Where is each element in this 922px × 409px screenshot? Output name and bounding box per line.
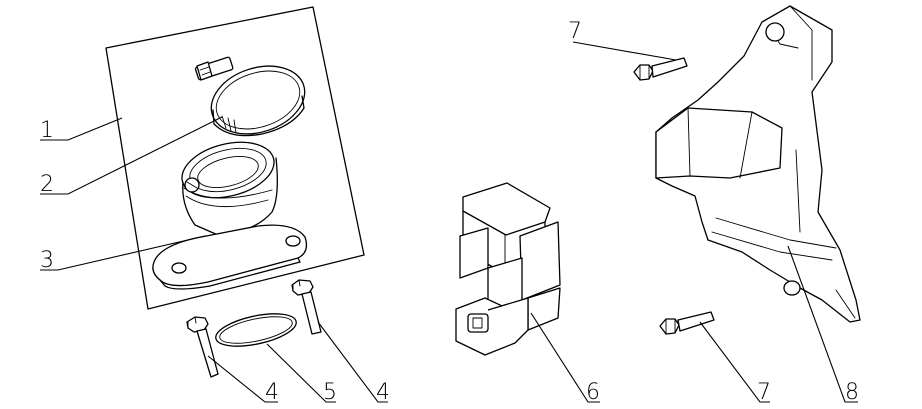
bolt-bottom: [659, 311, 715, 335]
callout-7-top: 7: [568, 19, 582, 44]
callout-7-bottom: 7: [757, 380, 771, 405]
relay-module: [455, 182, 561, 356]
leader-lines: [40, 41, 858, 403]
assembly-frame: [105, 6, 365, 310]
cover-shroud: [655, 5, 861, 323]
callout-labels: 1 2 3 4 5 4 6 7 7 8: [40, 19, 859, 405]
callout-4-left: 4: [265, 380, 279, 405]
callout-3: 3: [40, 248, 54, 273]
bolt-top: [633, 57, 688, 81]
callout-2: 2: [40, 172, 54, 197]
bolt-left: [186, 316, 219, 378]
intake-manifold: [152, 141, 308, 290]
callout-6: 6: [586, 380, 600, 405]
callout-8: 8: [845, 380, 859, 405]
bolt-right: [291, 279, 322, 335]
callout-1: 1: [40, 118, 54, 143]
o-ring: [215, 313, 297, 347]
callout-4-right: 4: [376, 380, 390, 405]
callout-5: 5: [323, 380, 337, 405]
hose-clamp: [194, 56, 306, 137]
